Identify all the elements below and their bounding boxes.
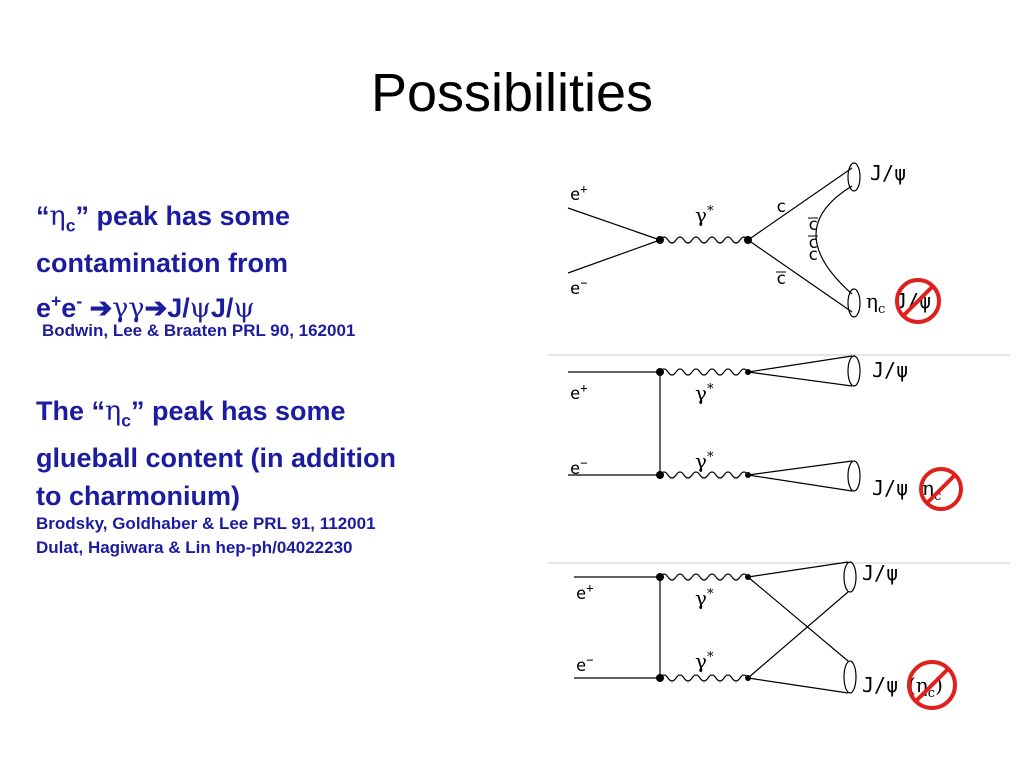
plus-sup: + [51, 291, 62, 312]
e-minus-label: e− [576, 653, 593, 676]
quark-label: c [808, 245, 818, 265]
jet-cone [843, 660, 857, 694]
quote-open: “ [36, 201, 50, 231]
antiquark-label: c [808, 215, 818, 235]
block2-line1-pre: The “ [36, 396, 106, 426]
diagram-crossed: e+ e− γ* γ* J/ψ J/ψ (ηc) [548, 561, 1010, 710]
etac-label: ηc [866, 289, 885, 317]
block2-line3: to charmonium) [36, 481, 241, 512]
gamma-gamma: γγ [112, 293, 145, 325]
etac-label-forbidden: (ηc) [908, 673, 943, 701]
diagram-annihilation: e+ e− γ* c c c c c J/ψ ηc J/ψ [567, 161, 941, 324]
forbidden-icon [895, 278, 941, 324]
jpsi-j: J/ [167, 293, 190, 324]
jpsi-label: J/ψ [862, 561, 898, 585]
eta-subscript: c [65, 215, 76, 236]
etac-label-forbidden: ηc [922, 476, 941, 504]
quark-label: c [776, 197, 786, 217]
jet-cone [847, 288, 861, 318]
jet-cone [847, 460, 861, 492]
jpsi-label: J/ψ [872, 358, 908, 382]
gamma-star-label: γ* [695, 449, 714, 473]
antiquark-label: c [808, 233, 818, 253]
diagram-two-photon: e+ e− γ* γ* J/ψ J/ψ ηc [548, 354, 1010, 511]
eta-symbol: η [105, 396, 122, 427]
jpsi-label: J/ψ [872, 476, 908, 500]
block2-line2: glueball content (in addition [36, 443, 396, 474]
gamma-star-label: γ* [695, 381, 714, 405]
antiquark-label: c [776, 269, 786, 289]
positron-line [567, 239, 661, 274]
page-title: Possibilities [370, 63, 654, 123]
jet-cone [847, 162, 861, 192]
jpsi-j: J/ [210, 293, 234, 324]
forbidden-icon [919, 467, 963, 511]
block1-line1: “ηc” peak has some [36, 197, 506, 244]
forbidden-icon [907, 660, 957, 710]
e-plus-label: e+ [570, 182, 587, 205]
arrow-icon: ➔ [144, 293, 168, 324]
arrow-icon: ➔ [82, 293, 113, 324]
photon-line [659, 573, 749, 581]
block2-line1-rest: ” peak has some [130, 396, 346, 426]
gamma-star-label: γ* [695, 586, 714, 610]
jet-cone [843, 561, 857, 593]
photon-line [659, 674, 749, 682]
eta-subscript: c [121, 410, 131, 431]
reference-dulat: Dulat, Hagiwara & Lin hep-ph/04022230 [36, 538, 353, 557]
psi-symbol: ψ [189, 293, 211, 325]
gamma-star-label: γ* [695, 203, 714, 227]
block1-line3: e+e- ➔γγ➔J/ψJ/ψ [36, 282, 506, 328]
reference-brodsky: Brodsky, Goldhaber & Lee PRL 91, 112001 [36, 514, 376, 533]
photon-line [659, 368, 749, 376]
photon-line [659, 236, 749, 244]
positron: e [61, 293, 77, 324]
gamma-star-label: γ* [695, 649, 714, 673]
photon-line [659, 471, 749, 479]
electron: e [36, 293, 52, 324]
jpsi-label: J/ψ [862, 673, 898, 697]
e-plus-label: e+ [576, 581, 593, 604]
glueball-text: The “ηc” peak has some glueball content … [36, 392, 516, 515]
minus-sup: - [76, 291, 83, 312]
jet-cone [847, 355, 861, 387]
e-minus-label: e− [570, 276, 587, 299]
block1-line2: contamination from [36, 248, 289, 279]
eta-symbol: η [49, 201, 66, 232]
e-plus-label: e+ [570, 381, 587, 404]
block2-line1: The “ηc” peak has some [36, 392, 516, 439]
reference-bodwin: Bodwin, Lee & Braaten PRL 90, 162001 [42, 321, 356, 340]
jpsi-label: J/ψ [870, 161, 906, 185]
contamination-text: “ηc” peak has some contamination from e+… [36, 197, 506, 328]
psi-symbol: ψ [233, 293, 255, 325]
electron-line [567, 207, 661, 241]
e-minus-label: e− [570, 456, 587, 479]
block1-line1-rest: ” peak has some [75, 201, 291, 231]
